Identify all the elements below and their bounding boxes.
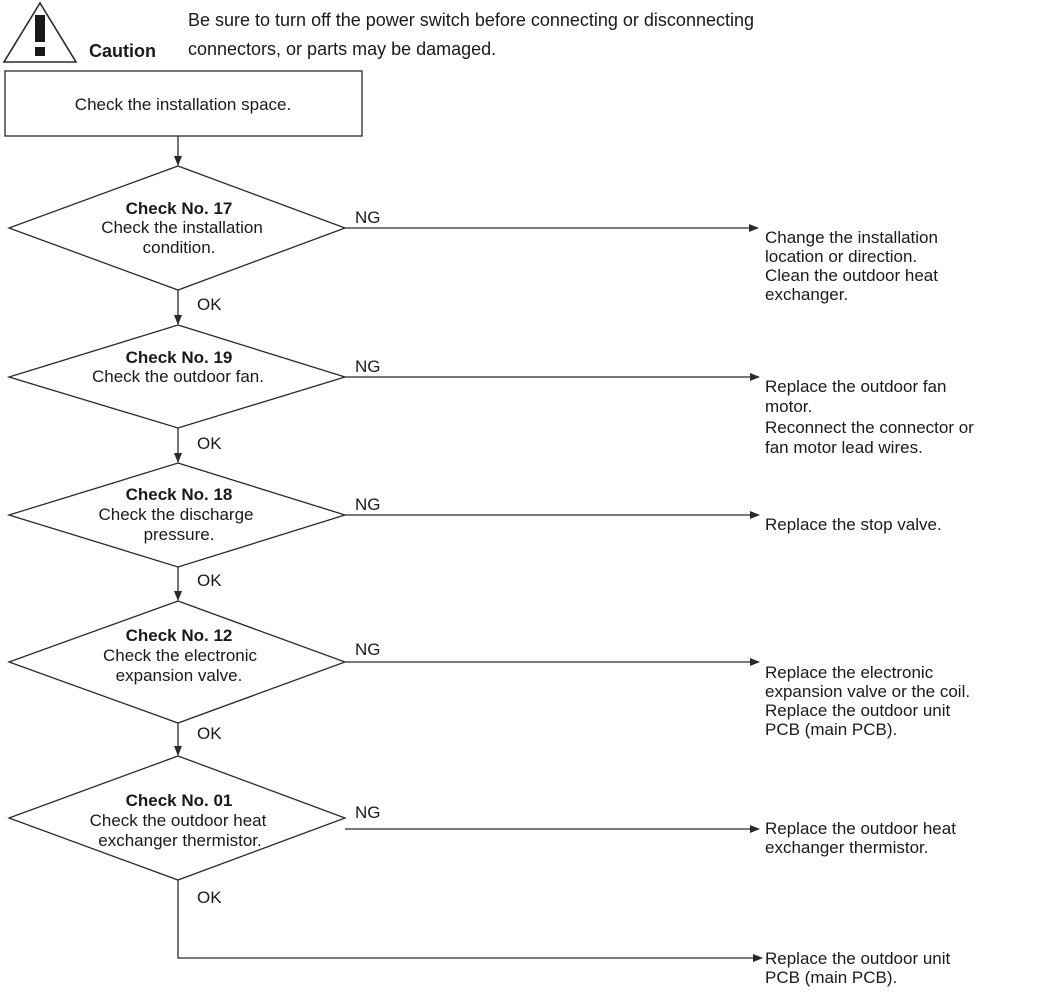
check-18-diamond (6, 462, 348, 568)
check-17-diamond (7, 165, 347, 291)
check-19-title: Check No. 19 (126, 348, 233, 367)
check-17-ng-label: NG (355, 208, 381, 227)
caution-text-line-2: connectors, or parts may be damaged. (188, 39, 496, 59)
check-01-title: Check No. 01 (126, 791, 233, 810)
final-result: Replace the outdoor unit PCB (main PCB). (765, 949, 951, 987)
check-01-line-2: exchanger thermistor. (98, 831, 261, 850)
check-18-ok-label: OK (197, 571, 222, 590)
check-01-diamond (7, 755, 347, 881)
check-18-line-2: pressure. (144, 525, 215, 544)
check-17-result-line-1: Change the installation (765, 228, 938, 247)
check-19-ng-label: NG (355, 357, 381, 376)
check-19-diamond (6, 324, 348, 429)
check-17-ok-label: OK (197, 295, 222, 314)
check-12-line-1: Check the electronic (103, 646, 258, 665)
check-17-node: Check No. 17 Check the installation cond… (7, 165, 938, 314)
check-19-result-line-1: Replace the outdoor fan (765, 377, 946, 396)
check-17-line-2: condition. (143, 238, 216, 257)
check-19-result-line-2: motor. (765, 397, 812, 416)
check-17-result-line-2: location or direction. (765, 247, 917, 266)
check-17-result-line-4: exchanger. (765, 285, 848, 304)
check-17-result-line-3: Clean the outdoor heat (765, 266, 938, 285)
caution-text-line-1: Be sure to turn off the power switch bef… (188, 10, 754, 30)
check-17-line-1: Check the installation (101, 218, 263, 237)
check-17-title: Check No. 17 (126, 199, 233, 218)
check-01-node: Check No. 01 Check the outdoor heat exch… (7, 755, 956, 907)
check-18-result-line-1: Replace the stop valve. (765, 515, 942, 534)
final-result-line-1: Replace the outdoor unit (765, 949, 951, 968)
check-19-ok-label: OK (197, 434, 222, 453)
check-19-line-1: Check the outdoor fan. (92, 367, 264, 386)
check-18-node: Check No. 18 Check the discharge pressur… (6, 462, 942, 590)
check-19-node: Check No. 19 Check the outdoor fan. NG O… (6, 324, 974, 457)
final-result-line-2: PCB (main PCB). (765, 968, 897, 987)
check-12-ok-label: OK (197, 724, 222, 743)
check-18-title: Check No. 18 (126, 485, 233, 504)
caution-notice: Caution Be sure to turn off the power sw… (2, 1, 754, 63)
check-12-result-line-3: Replace the outdoor unit (765, 701, 951, 720)
check-18-ng-label: NG (355, 495, 381, 514)
check-01-ng-label: NG (355, 803, 381, 822)
start-box (4, 70, 363, 137)
start-box-label: Check the installation space. (75, 95, 291, 114)
check-01-ok-label: OK (197, 888, 222, 907)
connector-check-01-to-final (177, 880, 763, 962)
check-12-node: Check No. 12 Check the electronic expans… (7, 600, 970, 743)
check-12-result-line-4: PCB (main PCB). (765, 720, 897, 739)
exclamation-dot (35, 47, 45, 56)
check-19-result-line-4: fan motor lead wires. (765, 438, 923, 457)
check-12-result-line-2: expansion valve or the coil. (765, 682, 970, 701)
check-01-result-line-1: Replace the outdoor heat (765, 819, 956, 838)
check-19-result-line-3: Reconnect the connector or (765, 418, 974, 437)
check-12-result-line-1: Replace the electronic (765, 663, 934, 682)
check-12-ng-label: NG (355, 640, 381, 659)
exclamation-bar (35, 15, 45, 42)
check-12-title: Check No. 12 (126, 626, 233, 645)
check-18-line-1: Check the discharge (99, 505, 254, 524)
check-01-line-1: Check the outdoor heat (90, 811, 267, 830)
check-12-diamond (7, 600, 347, 724)
check-01-result-line-2: exchanger thermistor. (765, 838, 928, 857)
caution-label: Caution (89, 41, 156, 61)
check-12-line-2: expansion valve. (116, 666, 243, 685)
